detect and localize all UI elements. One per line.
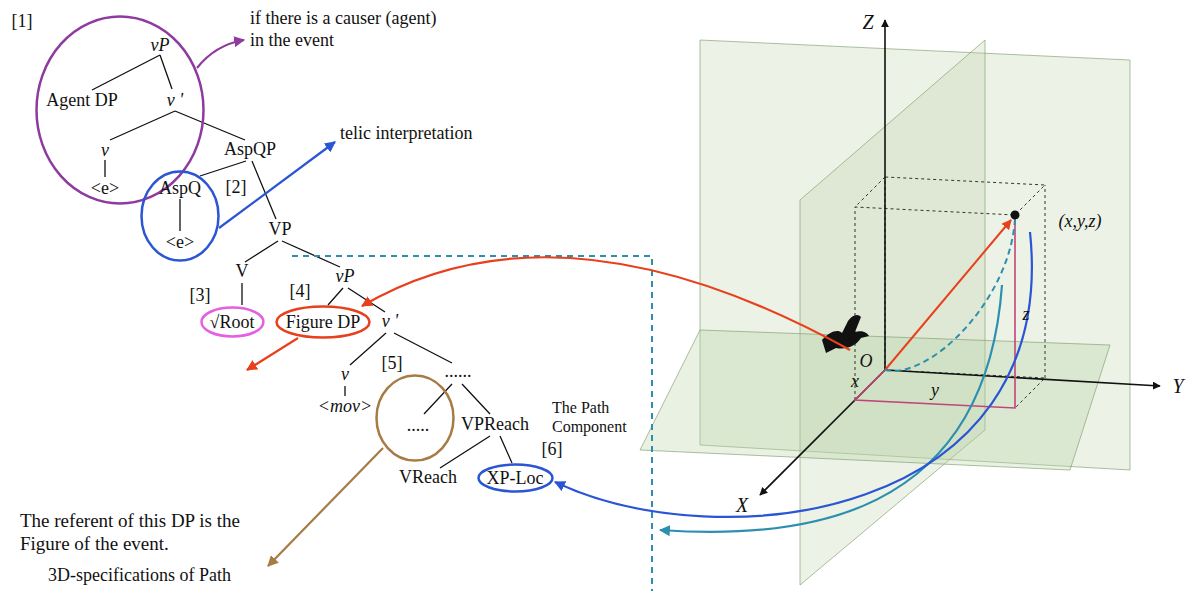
- location-arrow: [555, 232, 1032, 517]
- endpoint-dot: [1011, 211, 1020, 220]
- path-component-bracket: [292, 256, 652, 591]
- text-label: z: [1022, 304, 1029, 326]
- text-label: Y: [1172, 374, 1183, 398]
- path-spec-arrow: [268, 448, 383, 566]
- figure-arrow: [247, 338, 298, 370]
- annotation-text: The Path Component: [552, 398, 646, 436]
- agent-arrow: [197, 40, 244, 68]
- text-label: Z: [862, 10, 873, 34]
- z-axis: [884, 20, 886, 370]
- ellipse-node: Figure DP: [275, 305, 371, 339]
- text-label: y: [931, 380, 939, 402]
- text-label: x: [851, 371, 859, 393]
- ellipse-node: √Root: [200, 306, 265, 338]
- ellipse-outline: [277, 307, 370, 338]
- ellipse-outline: [377, 376, 454, 461]
- text-label: [5]: [382, 353, 403, 375]
- text-label: v ': [382, 311, 398, 333]
- text-label: ......: [445, 361, 472, 383]
- text-label: [6]: [542, 439, 563, 461]
- text-label: telic interpretation: [340, 123, 472, 145]
- ellipse-outline: [142, 172, 219, 261]
- text-label: X: [736, 493, 748, 517]
- xz-plane: [800, 40, 985, 585]
- ellipse-outline: [37, 17, 204, 204]
- text-label: VPReach: [461, 414, 529, 436]
- bird-figure-arrow: [362, 257, 850, 350]
- ellipse-node: XP-Loc: [477, 463, 554, 493]
- text-label: AspQP: [224, 139, 276, 161]
- tree-label: v ': [167, 90, 183, 111]
- ellipse-node: AspQ <e>: [140, 170, 220, 262]
- projection-lines: [855, 215, 1015, 408]
- ellipse-node: .....: [375, 374, 455, 462]
- tree-label: XP-Loc: [487, 468, 544, 489]
- annotation-text: The referent of this DP is the Figure of…: [20, 510, 275, 556]
- xy-plane: [640, 330, 1110, 470]
- tree-label: Figure DP: [286, 312, 361, 333]
- tree-label: <e>: [91, 178, 119, 199]
- text-label: VReach: [399, 467, 457, 489]
- path-curve: [885, 219, 1015, 371]
- ellipse-outline: [201, 308, 263, 337]
- annotation-text: if there is a causer (agent) in the even…: [250, 8, 440, 51]
- text-label: [4]: [290, 281, 311, 303]
- y-axis: [885, 370, 1160, 386]
- text-label: 3D-specifications of Path: [48, 565, 231, 587]
- tree-branches: [92, 55, 512, 468]
- path-component-arrow: [660, 285, 1002, 532]
- ellipse-node: vP Agent DP v ' v <e>: [35, 15, 205, 205]
- text-label: V: [236, 261, 249, 283]
- tree-label: v: [101, 140, 109, 161]
- tree-label: √Root: [210, 312, 255, 333]
- text-label: vP: [336, 266, 355, 288]
- text-label: <mov>: [318, 396, 372, 418]
- tree-label: .....: [407, 415, 430, 436]
- tree-label: AspQ: [159, 178, 201, 199]
- text-label: (x,y,z): [1059, 211, 1102, 233]
- text-label: VP: [268, 219, 291, 241]
- tree-label: vP: [151, 35, 170, 56]
- text-label: [1]: [12, 11, 33, 33]
- text-label: [3]: [190, 285, 211, 307]
- tree-label: <e>: [166, 232, 194, 253]
- text-label: v: [341, 364, 349, 386]
- text-label: O: [860, 351, 873, 373]
- tree-label: Agent DP: [46, 90, 118, 111]
- ellipse-outline: [478, 465, 552, 492]
- text-label: [2]: [226, 177, 247, 199]
- ellipse-outline: [35, 15, 205, 205]
